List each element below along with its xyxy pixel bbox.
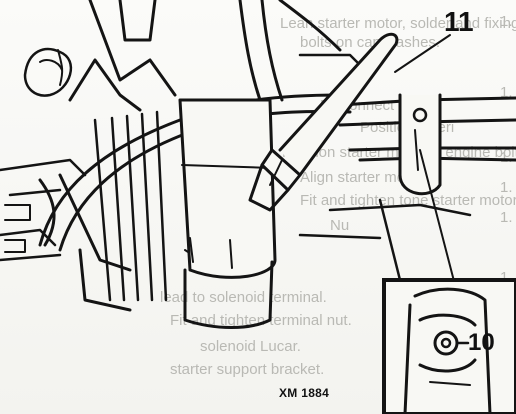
ghost-text-line: Fit and tighten tone starter motor xyxy=(300,192,516,209)
ghost-text-line: Fit and tighten terminal nut. xyxy=(170,312,352,329)
spanner-tool xyxy=(248,32,399,212)
ghost-step-number: 1. xyxy=(500,13,513,30)
ghost-text-line: solenoid Lucar. xyxy=(200,338,301,355)
callout-label-10: 10 xyxy=(468,329,495,356)
ghost-step-number: 1. xyxy=(500,84,513,101)
starter-motor-body xyxy=(178,98,277,329)
ghost-text-line: Nu xyxy=(330,217,350,234)
engine-block-outline xyxy=(0,0,216,312)
ghost-text-line: Lean starter motor, solder and fixing xyxy=(280,15,516,32)
mounting-bracket xyxy=(298,93,472,282)
ghost-text-line: Align starter motor xyxy=(300,169,423,186)
ghost-step-number: 1. xyxy=(500,209,513,226)
ghost-text-line: starter support bracket. xyxy=(170,361,325,378)
inset-detail xyxy=(382,278,516,414)
ghost-step-number: 1. xyxy=(500,179,513,196)
figure-reference: XM 1884 xyxy=(279,386,330,400)
ghost-text-line: lead to solenoid terminal. xyxy=(160,289,327,306)
callout-label-11: 11 xyxy=(444,6,474,37)
callout-11-leader xyxy=(394,34,451,73)
inset-leader xyxy=(419,149,456,286)
